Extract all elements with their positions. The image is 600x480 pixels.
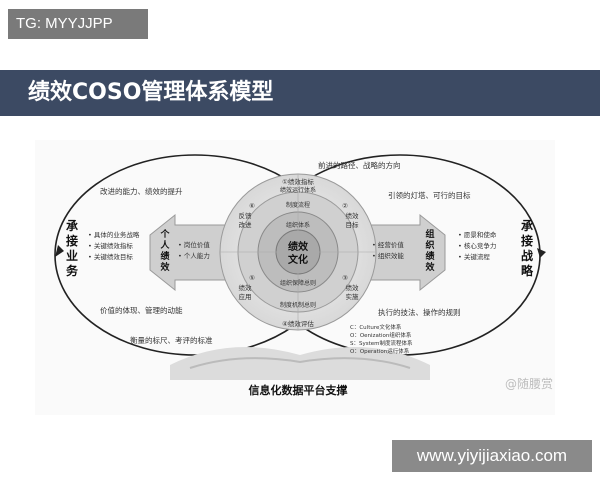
middle-label-process: 制度流程 — [286, 201, 310, 209]
left-arrow-item: • 岗位价值 — [178, 240, 210, 249]
ring-label-system: 绩效运行体系 — [280, 186, 316, 194]
right-label-char: 承 — [521, 219, 533, 233]
ring-label-feedback-b: 改进 — [239, 220, 253, 229]
right-vertical-label: 承 接 战 略 — [521, 219, 534, 278]
legend-system: S：System制度流程体系 — [350, 339, 413, 347]
website-link[interactable]: www.yiyijiaxiao.com — [392, 440, 592, 472]
channel-tag: TG: MYYJJPP — [8, 9, 148, 39]
right-label-char: 略 — [521, 263, 534, 278]
ring-label-target-num: ② — [342, 202, 348, 210]
legend-organization: O：Oenization组织体系 — [350, 331, 412, 339]
left-bullet: • 具体的业务战略 — [88, 230, 140, 239]
left-ellipse-text: 衡量的标尺、考评的标准 — [130, 335, 213, 345]
platform-label: 信息化数据平台支撑 — [249, 383, 348, 397]
center-text-2: 文化 — [288, 253, 308, 266]
right-arrow-item: • 组织效能 — [372, 251, 404, 260]
right-arrow-item: • 经营价值 — [372, 240, 404, 249]
ring-label-eval: ④绩效评估 — [282, 319, 314, 328]
right-label-char: 接 — [521, 233, 533, 248]
right-arrow-label-char: 效 — [425, 261, 435, 273]
left-bullet: • 关键绩效目标 — [88, 252, 133, 261]
watermark: @随腰赏 — [505, 377, 554, 391]
coso-diagram: ①绩效指标 绩效运行体系 ② 绩效 目标 ③ 绩效 实施 ④绩效评估 ⑤ 绩效 … — [35, 140, 555, 415]
ring-label-indicator: ①绩效指标 — [282, 177, 314, 186]
middle-label-org: 组织体系 — [286, 221, 310, 229]
platform-shape — [170, 347, 430, 380]
ring-label-impl-b: 实施 — [346, 292, 360, 301]
ring-label-feedback-num: ⑥ — [249, 202, 255, 210]
right-bullet: • 愿景和使命 — [458, 230, 497, 239]
ring-label-target-b: 目标 — [346, 220, 360, 229]
left-arrow-label-char: 效 — [160, 261, 170, 273]
left-ellipse-arrowhead — [55, 245, 64, 257]
ring-label-apply-num: ⑤ — [249, 274, 255, 282]
legend-operation: O：Operation运行体系 — [350, 347, 410, 355]
left-label-char: 业 — [66, 248, 78, 263]
ring-label-feedback-a: 反馈 — [239, 211, 253, 220]
right-bullet: • 核心竞争力 — [458, 241, 496, 250]
right-ellipse-text: 前进的路径、战略的方向 — [318, 160, 401, 170]
middle-label-guarantee: 组织保障总则 — [280, 279, 316, 287]
middle-label-mechanism: 制度机制总则 — [280, 301, 316, 309]
right-ellipse-text: 引领的灯塔、可行的目标 — [388, 190, 471, 200]
left-ellipse-text: 价值的体现、管理的动能 — [100, 305, 183, 315]
left-label-char: 承 — [66, 219, 78, 233]
ring-label-target-a: 绩效 — [346, 211, 360, 220]
left-label-char: 务 — [66, 263, 79, 278]
left-arrow-label-char: 个 — [159, 228, 170, 240]
ring-label-apply-a: 绩效 — [239, 283, 253, 292]
right-arrow-label-char: 组 — [425, 228, 434, 240]
ring-label-apply-b: 应用 — [239, 292, 252, 301]
legend-culture: C：Culture文化体系 — [350, 323, 402, 331]
platform-wave — [189, 357, 411, 369]
left-bullet: • 关键绩效指标 — [88, 241, 133, 250]
right-bullet: • 关键流程 — [458, 252, 490, 261]
left-ellipse-text: 改进的能力、绩效的提升 — [100, 186, 183, 196]
right-arrow-label-char: 绩 — [425, 250, 434, 262]
left-label-char: 接 — [66, 233, 78, 248]
ring-label-impl-num: ③ — [342, 274, 348, 282]
left-vertical-label: 承 接 业 务 — [66, 219, 79, 278]
right-label-char: 战 — [521, 248, 533, 263]
center-text-1: 绩效 — [288, 240, 309, 253]
title-bar: 绩效COSO管理体系模型 — [0, 70, 600, 116]
ring-label-impl-a: 绩效 — [346, 283, 360, 292]
left-arrow-label-char: 绩 — [160, 250, 169, 262]
right-ellipse-arrowhead — [537, 248, 546, 258]
right-ellipse-text: 执行的技法、操作的规则 — [378, 307, 461, 317]
page-title: 绩效COSO管理体系模型 — [28, 80, 274, 105]
left-arrow-label-char: 人 — [159, 239, 170, 251]
left-arrow-item: • 个人能力 — [178, 251, 210, 260]
right-arrow-label-char: 织 — [425, 239, 434, 251]
